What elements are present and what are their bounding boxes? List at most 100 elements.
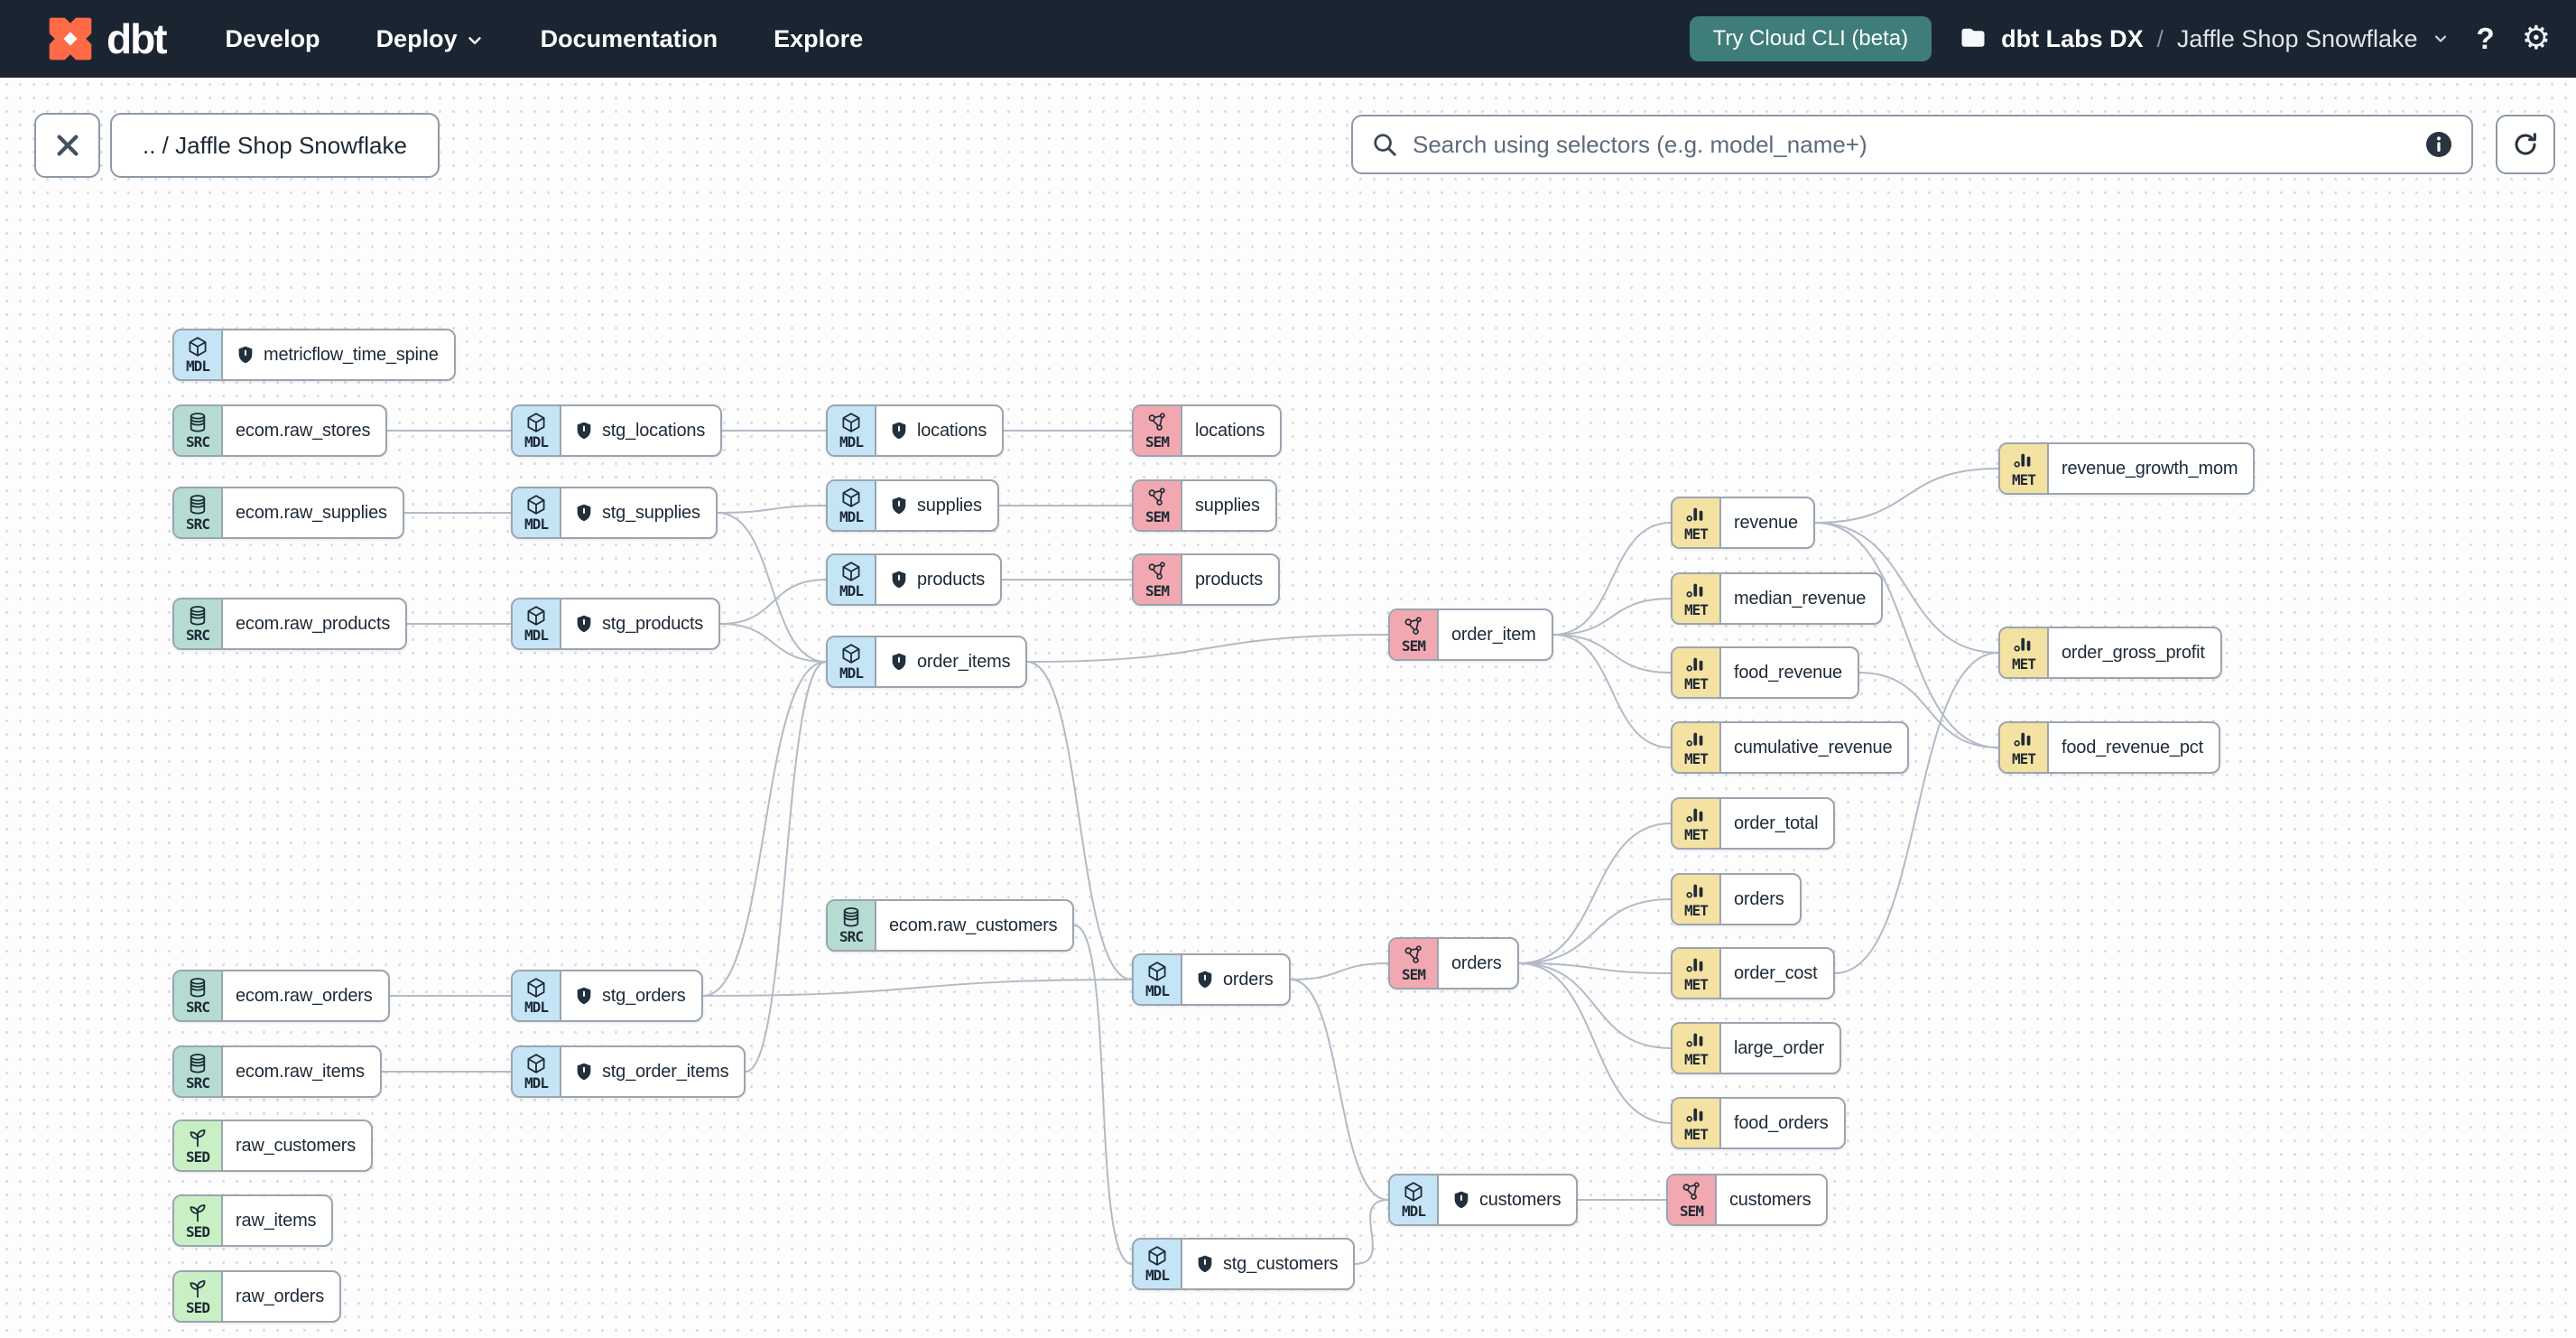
node-met_order_gross_profit[interactable]: MET order_gross_profit [1998, 627, 2222, 679]
node-src_raw_orders[interactable]: SRC ecom.raw_orders [172, 970, 390, 1022]
cube-icon: MDL [513, 1047, 561, 1096]
node-body: order_gross_profit [2049, 628, 2220, 677]
node-label: ecom.raw_stores [236, 420, 371, 441]
semantic-graph-icon: SEM [1134, 555, 1182, 604]
close-lineage-button[interactable] [34, 113, 100, 178]
breadcrumb-separator: / [2156, 24, 2164, 52]
nav-item-explore[interactable]: Explore [774, 24, 864, 52]
node-src_raw_supplies[interactable]: SRC ecom.raw_supplies [172, 487, 404, 539]
node-label: revenue_growth_mom [2062, 458, 2238, 479]
node-body: stg_customers [1182, 1240, 1353, 1288]
nav-item-deploy[interactable]: Deploy [376, 25, 485, 53]
shield-icon [889, 652, 909, 672]
gear-icon[interactable]: ⚙ [2521, 20, 2551, 57]
search-input[interactable] [1411, 129, 2424, 160]
node-label: order_gross_profit [2062, 642, 2205, 663]
node-body: metricflow_time_spine [223, 330, 454, 379]
info-icon[interactable] [2424, 130, 2453, 159]
node-type-label: SEM [1145, 582, 1170, 599]
shield-icon [574, 421, 594, 441]
seedling-icon: SED [174, 1196, 223, 1245]
node-body: median_revenue [1721, 574, 1881, 623]
node-body: order_items [876, 637, 1025, 686]
node-body: ecom.raw_stores [223, 406, 385, 455]
project-breadcrumb[interactable]: dbt Labs DX / Jaffle Shop Snowflake [1959, 25, 2449, 53]
node-body: customers [1439, 1175, 1576, 1224]
node-stg_order_items[interactable]: MDL stg_order_items [511, 1045, 746, 1098]
node-label: order_item [1451, 624, 1536, 645]
node-label: stg_supplies [602, 502, 700, 523]
lineage-canvas[interactable] [0, 78, 2576, 1338]
try-cloud-cli-button[interactable]: Try Cloud CLI (beta) [1689, 16, 1932, 61]
database-icon: SRC [828, 901, 876, 950]
node-type-label: MDL [524, 1074, 549, 1092]
node-type-label: SRC [186, 999, 210, 1016]
semantic-graph-icon: SEM [1390, 939, 1439, 988]
metric-bars-icon: MET [2000, 628, 2049, 677]
node-seed_raw_customers[interactable]: SED raw_customers [172, 1120, 373, 1172]
node-body: ecom.raw_supplies [223, 488, 403, 537]
shield-icon [1195, 1254, 1215, 1274]
nav-item-deploy-label: Deploy [375, 24, 458, 52]
seedling-icon: SED [174, 1272, 223, 1321]
seedling-icon: SED [174, 1121, 223, 1170]
node-body: products [876, 555, 1000, 604]
shield-icon [574, 614, 594, 634]
node-label: ecom.raw_orders [236, 985, 373, 1006]
folder-icon [1961, 28, 1985, 47]
lineage-breadcrumb[interactable]: .. / Jaffle Shop Snowflake [110, 113, 440, 178]
node-label: supplies [1195, 495, 1260, 516]
node-type-label: MET [1684, 826, 1709, 843]
help-icon[interactable]: ? [2476, 22, 2495, 55]
node-label: stg_order_items [602, 1061, 729, 1082]
cube-icon: MDL [828, 406, 876, 455]
dbt-logo[interactable]: dbt [45, 14, 168, 64]
nav-item-develop[interactable]: Develop [225, 24, 320, 52]
nav-item-documentation[interactable]: Documentation [540, 24, 718, 52]
refresh-button[interactable] [2496, 115, 2555, 174]
node-type-label: SRC [186, 433, 210, 451]
cube-icon: MDL [828, 481, 876, 530]
database-icon: SRC [174, 406, 223, 455]
node-type-label: SRC [186, 516, 210, 533]
shield-icon [236, 345, 255, 365]
node-label: raw_customers [236, 1135, 356, 1156]
node-body: cumulative_revenue [1721, 723, 1907, 772]
node-type-label: SED [186, 1223, 210, 1240]
node-src_raw_stores[interactable]: SRC ecom.raw_stores [172, 404, 388, 457]
